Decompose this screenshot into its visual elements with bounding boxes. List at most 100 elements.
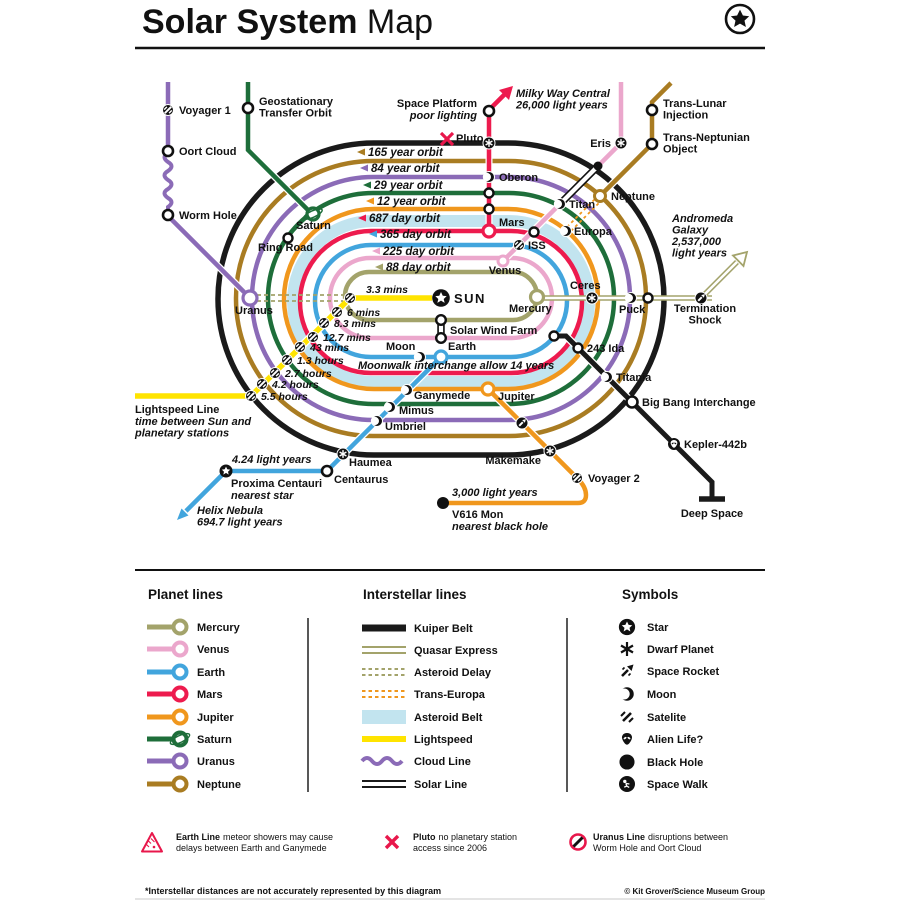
station-label: Oberon [499, 172, 538, 184]
milky-way-arrowhead [499, 86, 513, 100]
time-label: 2.7 hours [284, 368, 332, 380]
footnote-text: Worm Hole and Oort Cloud [593, 843, 701, 853]
proxima-star-icon [219, 464, 233, 478]
station-label: Mars [499, 217, 525, 229]
legend-item: Mercury [147, 618, 241, 636]
star-icon [618, 618, 636, 636]
station-label: Ganymede [414, 390, 470, 402]
interchange-station [483, 187, 495, 199]
legend-item: Neptune [147, 775, 241, 793]
orbit-label: 12 year orbit [377, 196, 447, 208]
note-nearest-star: nearest star [231, 490, 294, 502]
voyager1-satellite-icon [161, 103, 175, 117]
cross-icon [384, 834, 400, 850]
neptune-station [593, 189, 607, 203]
legend-item: Mars [147, 685, 223, 703]
pluto-closed-cross-icon [439, 131, 455, 147]
note-poor-lighting: poor lighting [409, 110, 477, 122]
oort-cloud-station [161, 144, 175, 158]
station-label: Europa [574, 226, 613, 238]
ring-road-station [282, 232, 294, 244]
legend-interstellar-lines: Kuiper Belt Quasar Express Asteroid Dela… [360, 623, 498, 791]
pluto-dwarf-planet-icon [482, 136, 496, 150]
time-label: 4.2 hours [271, 379, 319, 391]
saturn-station [303, 206, 323, 222]
station-label: Ceres [570, 280, 601, 292]
legend-planet-lines: Mercury Venus Earth Mars Jupiter Saturn … [147, 618, 241, 793]
eris-dwarf-planet-icon [614, 136, 628, 150]
station-label: Proxima Centauri [231, 478, 322, 490]
station-label: Jupiter [498, 391, 535, 403]
interchange-station [548, 330, 560, 342]
meteor-warning-icon [141, 832, 163, 853]
legend-item: Satelite [620, 711, 686, 724]
svg-text:Earth: Earth [197, 667, 225, 679]
dwarf-planet-icon [619, 640, 635, 658]
legend-item: Solar Line [362, 779, 467, 791]
moon-icon [617, 685, 636, 703]
svg-text:Satelite: Satelite [647, 712, 686, 724]
note-moonwalk: Moonwalk interchange allow 14 years [358, 360, 554, 372]
footer-credit: © Kit Grover/Science Museum Group [624, 887, 765, 896]
station-label: Venus [489, 265, 521, 277]
legend-item: Black Hole [619, 754, 703, 770]
svg-text:Mars: Mars [197, 689, 223, 701]
umbriel-moon-icon [370, 415, 383, 427]
station-label: Moon [386, 341, 416, 353]
satellite-icon [620, 711, 634, 723]
svg-text:Mercury: Mercury [197, 622, 241, 634]
earth-branch-line [184, 355, 443, 513]
voyager2-satellite-icon [570, 471, 584, 485]
andromeda-arrowhead [731, 250, 749, 268]
station-label: Saturn [296, 220, 331, 232]
earth-station [433, 349, 449, 365]
titan-moon-icon [553, 198, 566, 210]
station-label: Ring Road [258, 242, 313, 254]
svg-text:Trans-Europa: Trans-Europa [414, 689, 486, 701]
jupiter-station [480, 381, 496, 397]
interchange-station [642, 292, 654, 304]
svg-text:Kuiper Belt: Kuiper Belt [414, 623, 473, 635]
space-rocket-icon [515, 416, 529, 430]
orbit-label: 225 day orbit [382, 246, 455, 258]
station-label: Pluto [456, 133, 484, 145]
trans-europa-line [566, 197, 601, 232]
legend-header: Symbols [622, 587, 678, 602]
station-label: Centaurus [334, 474, 388, 486]
legend-item: Space Walk [618, 775, 709, 793]
station-label: ISS [528, 240, 546, 252]
orbit-label: 88 day orbit [386, 262, 452, 274]
orbit-label: 365 day orbit [380, 229, 452, 241]
station-label: Haumea [349, 457, 393, 469]
station-label: Kepler-442b [684, 439, 747, 451]
deep-space-line [554, 333, 715, 497]
legend-item: Cloud Line [360, 756, 471, 768]
uranus-station [241, 289, 259, 307]
station-label: 243 Ida [587, 343, 625, 355]
arrow-icon [357, 148, 365, 156]
station-label: Titan [569, 199, 595, 211]
asteroid-delay-line [257, 294, 343, 302]
svg-text:Space Walk: Space Walk [647, 779, 709, 791]
legend-item: Jupiter [147, 708, 234, 726]
arrow-icon [375, 263, 383, 271]
station-label: Voyager 2 [588, 473, 640, 485]
station-label: SUN [454, 291, 486, 306]
helix-arrowhead [177, 508, 189, 520]
station-label: Umbriel [385, 421, 426, 433]
note-nearest-black-hole: nearest black hole [452, 521, 548, 533]
svg-text:Space Rocket: Space Rocket [647, 666, 719, 678]
legend-item: Asteroid Belt [362, 710, 483, 724]
venus-station [496, 254, 510, 268]
station-label: Space Platform [397, 98, 477, 110]
legend-item: Lightspeed [362, 734, 473, 746]
trans-neptunian-station [645, 137, 659, 151]
time-label: 3.3 mins [366, 284, 408, 296]
titania-moon-icon [600, 371, 613, 383]
orbit-period-labels: 165 year orbit 84 year orbit 29 year orb… [357, 147, 455, 274]
legend-item: Dwarf Planet [619, 640, 714, 658]
gto-station [241, 101, 255, 115]
